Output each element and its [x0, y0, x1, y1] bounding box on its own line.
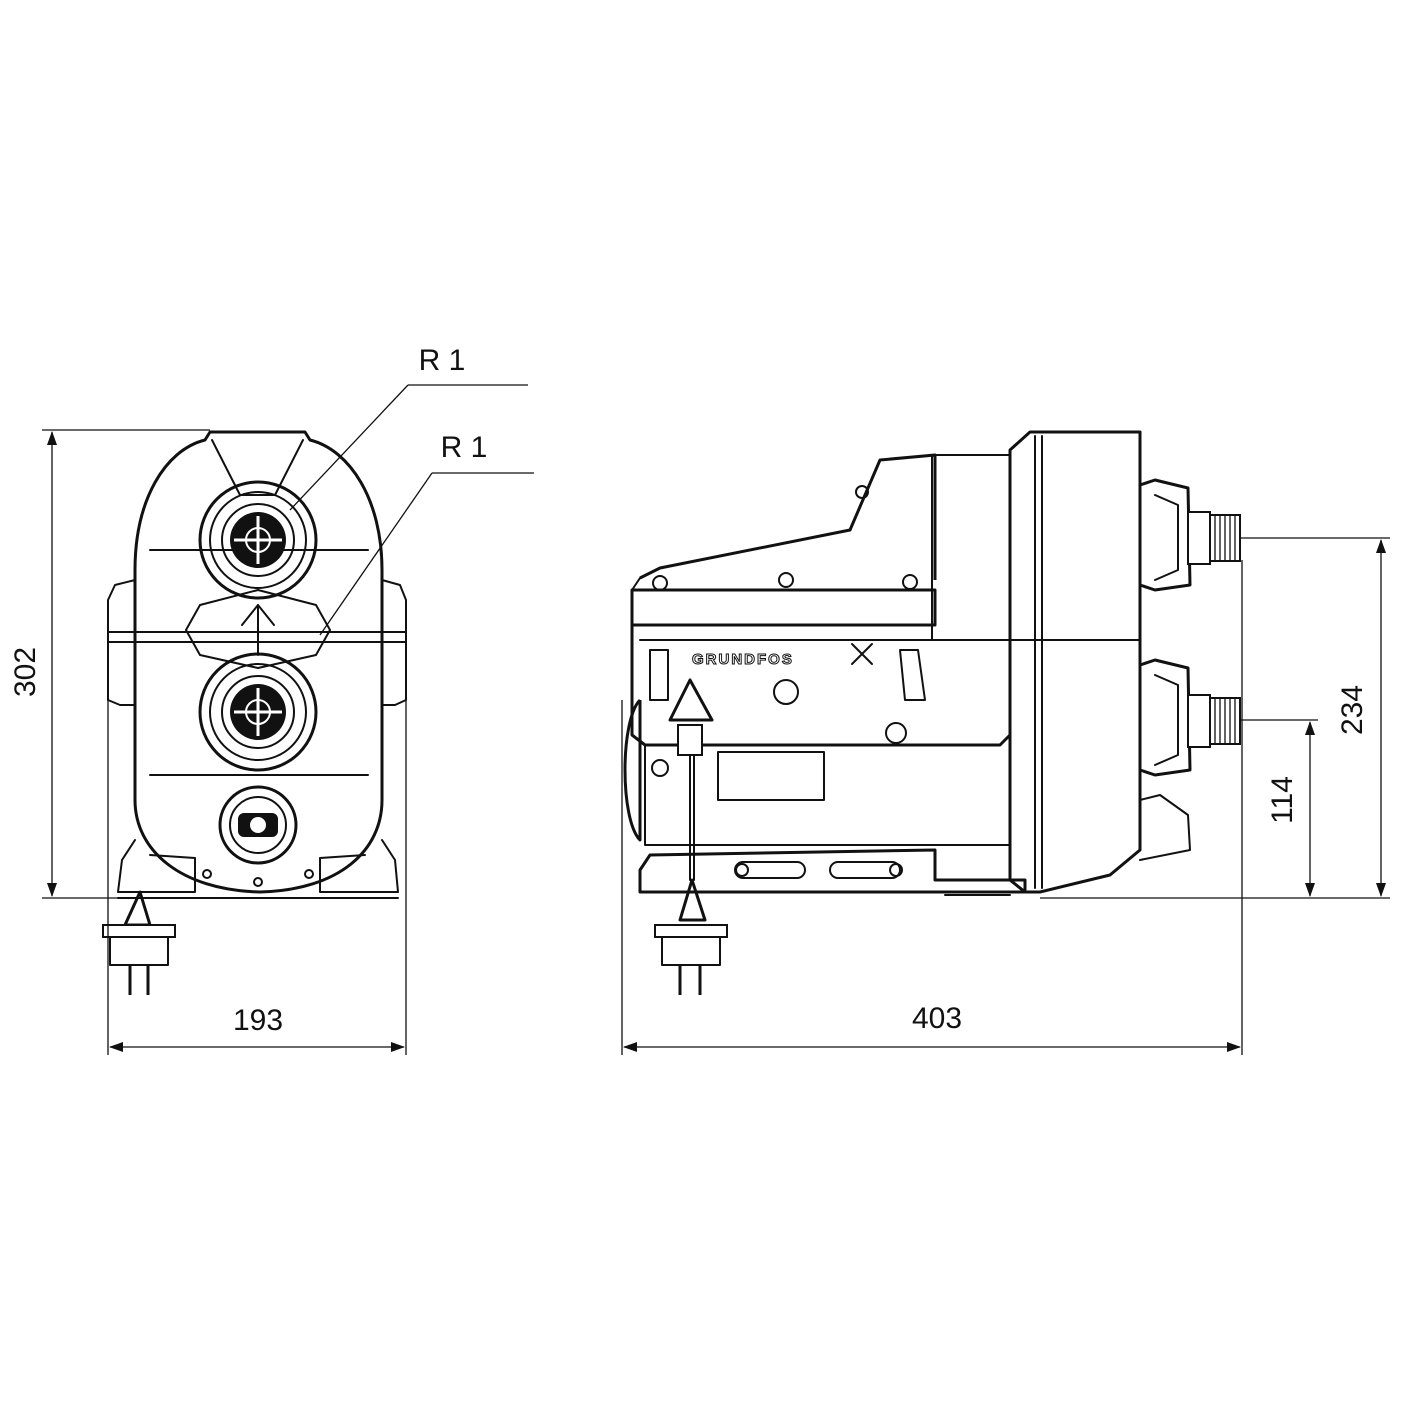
inlet-height-dimension: 114 [1240, 719, 1318, 897]
inlet-port-front [198, 652, 318, 772]
outlet-connector-side [1139, 478, 1241, 592]
front-width-label: 193 [233, 1004, 283, 1037]
thread-leader-outlet: R 1 [289, 344, 528, 511]
inlet-height-label: 114 [1266, 776, 1299, 824]
flow-arrow-icon [241, 604, 275, 656]
front-width-dimension: 193 [107, 700, 407, 1055]
side-view: GRUNDFOS [623, 430, 1241, 995]
side-length-dimension: 403 [621, 560, 1243, 1055]
outlet-port-front [198, 480, 318, 600]
drain-plug-icon [218, 785, 298, 865]
side-length-label: 403 [912, 1002, 962, 1035]
outlet-height-dimension: 234 [1040, 537, 1390, 899]
power-plug-front-icon [102, 890, 176, 995]
outlet-height-label: 234 [1336, 685, 1369, 735]
brand-logo: GRUNDFOS [692, 651, 794, 668]
inlet-connector-side [1139, 658, 1241, 777]
power-plug-side-icon [654, 754, 728, 995]
thread-label-inlet: R 1 [441, 431, 488, 464]
front-height-label: 302 [9, 647, 42, 697]
thread-leader-inlet: R 1 [319, 431, 534, 636]
thread-label-outlet: R 1 [419, 344, 466, 377]
front-height-dimension: 302 [9, 429, 210, 899]
front-view [102, 430, 407, 995]
